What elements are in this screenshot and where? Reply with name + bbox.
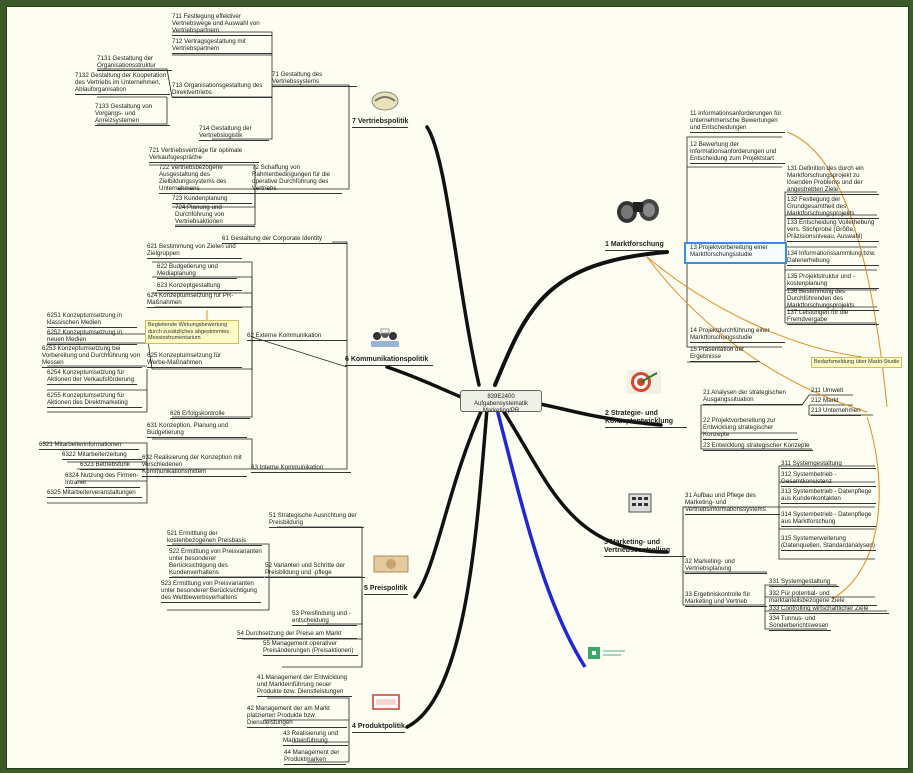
node-61[interactable]: 61 Gestaltung der Corporate Identity: [222, 235, 347, 244]
node-14[interactable]: 14 Projektdurchführung einer Marktforsch…: [690, 327, 785, 343]
note-market-study[interactable]: Bedarfsmeldung über Markt-Studie: [811, 357, 903, 368]
node-212[interactable]: 212 Markt: [811, 397, 839, 404]
node-331[interactable]: 331 Systemgestaltung: [769, 578, 839, 587]
node-133[interactable]: 133 Entscheidung Vollerhebung vers. Stic…: [787, 219, 879, 242]
node-44[interactable]: 44 Management der Produktmarken: [284, 749, 346, 765]
node-55[interactable]: 55 Management operativer Preisänderungen…: [263, 640, 358, 656]
node-13[interactable]: 13 Projektvorbereitung einer Marktforsch…: [690, 244, 768, 258]
node-7131[interactable]: 7131 Gestaltung der Organisationsstruktu…: [97, 55, 172, 71]
node-631[interactable]: 631 Konzeption, Planung und Budgetierung: [147, 422, 247, 438]
binoculars-icon: [615, 192, 663, 231]
node-32[interactable]: 32 Marketing- und Vertriebsplanung: [685, 558, 767, 574]
mindmap-canvas: 839E2400 Aufgabensystematik Marketing/PR…: [6, 6, 909, 769]
node-6254[interactable]: 6254 Konzeptumsetzung für Aktionen der V…: [47, 369, 137, 385]
node-7133[interactable]: 7133 Gestaltung von Vorgangs- und Anreiz…: [95, 103, 170, 126]
node-51[interactable]: 51 Strategische Ausrichtung der Preisbil…: [269, 512, 364, 528]
node-623[interactable]: 623 Konzeptgestaltung: [157, 282, 242, 291]
node-626[interactable]: 626 Erfolgskontrolle: [170, 410, 250, 419]
node-632[interactable]: 632 Realisierung der Konzeption mit vers…: [142, 454, 247, 477]
node-621[interactable]: 621 Bestimmung von Zielen und Zielgruppe…: [147, 243, 242, 259]
node-313[interactable]: 313 Systembetrieb - Datenpflege aus Kund…: [781, 488, 876, 504]
meeting-icon: [367, 327, 403, 358]
node-71[interactable]: 71 Gestaltung des Vertriebssystems: [272, 71, 357, 87]
node-522[interactable]: 522 Ermittlung von Preisvarianten unter …: [169, 548, 264, 578]
branch-controlling[interactable]: 3 Marketing- und Vertriebscontrolling: [604, 539, 686, 557]
node-52[interactable]: 52 Varianten und Schritte der Preisbildu…: [265, 562, 365, 578]
node-131[interactable]: 131 Definition des durch ein Marktforsch…: [787, 165, 879, 195]
node-721[interactable]: 721 Vertriebsverträge für optimale Verka…: [149, 147, 259, 163]
node-6324[interactable]: 6324 Nutzung des Firmen-Intranet: [65, 472, 140, 488]
node-213[interactable]: 213 Unternehmen: [811, 407, 861, 416]
node-134[interactable]: 134 Informationssammlung bzw. Datenerheb…: [787, 250, 879, 266]
node-625[interactable]: 625 Konzeptumsetzung für Werbe-Maßnahmen: [147, 352, 242, 368]
node-135[interactable]: 135 Projektstruktur und -kostenplanung: [787, 273, 879, 289]
node-333[interactable]: 333 Controlling wirtschaftlicher Ziele: [769, 605, 889, 614]
node-6251[interactable]: 6251 Konzeptumsetzung in klassischen Med…: [47, 312, 137, 328]
node-622[interactable]: 622 Budgetierung und Mediaplanung: [157, 263, 237, 279]
product-icon: [371, 691, 401, 718]
money-icon: [372, 553, 410, 580]
branch-marktforschung[interactable]: 1 Marktforschung: [605, 241, 664, 251]
connector-lines: [42, 31, 888, 763]
node-12[interactable]: 12 Bewertung der Informationsanforderung…: [690, 141, 785, 164]
handshake-icon: [370, 89, 400, 116]
node-54[interactable]: 54 Durchsetzung der Preise am Markt: [237, 630, 357, 639]
node-311[interactable]: 311 Systemgestaltung: [781, 460, 876, 469]
node-23[interactable]: 23 Entwicklung strategischer Konzepte: [703, 442, 813, 451]
node-53[interactable]: 53 Preisfindung und -entscheidung: [292, 610, 357, 626]
node-712[interactable]: 712 Vertragsgestaltung mit Vertriebspart…: [172, 38, 272, 54]
branch-preispolitik[interactable]: 5 Preispolitik: [364, 585, 408, 595]
node-724[interactable]: 724 Planung und Durchführung von Vertrie…: [175, 204, 255, 227]
note-wirkungsbewertung[interactable]: Begleitende Wirkungsbewertung durch zusä…: [145, 320, 239, 344]
node-41[interactable]: 41 Management der Entwicklung und Markte…: [257, 674, 352, 697]
node-714[interactable]: 714 Gestaltung der Vertriebslogistik: [199, 125, 269, 141]
branch-vertriebspolitik[interactable]: 7 Vertriebspolitik: [352, 118, 409, 128]
node-72[interactable]: 72 Schaffung von Rahmenbedingungen für d…: [252, 164, 342, 194]
node-136[interactable]: 136 Bestimmung des Durchführenden des Ma…: [787, 288, 879, 311]
branch-strategie[interactable]: 2 Strategie- und Konzeptentwicklung: [605, 410, 687, 428]
node-15[interactable]: 15 Präsentation der Ergebnisse: [690, 346, 760, 362]
node-7132[interactable]: 7132 Gestaltung der Kooperation des Vert…: [75, 72, 170, 95]
node-63[interactable]: 63 Interne Kommunikation: [251, 464, 351, 473]
node-42[interactable]: 42 Management der am Markt platzierten P…: [247, 705, 347, 728]
node-6255[interactable]: 6255 Konzeptumsetzung für Aktionen des D…: [47, 392, 142, 408]
node-33[interactable]: 33 Ergebniskontrolle für Marketing und V…: [685, 591, 767, 607]
node-211[interactable]: 211 Umwelt: [811, 387, 844, 394]
node-624[interactable]: 624 Konzeptumsetzung für PR-Maßnahmen: [147, 292, 242, 308]
node-31[interactable]: 31 Aufbau und Pflege des Marketing- und …: [685, 492, 780, 515]
node-312[interactable]: 312 Systembetrieb - Gesamtkonsistenz: [781, 471, 876, 487]
node-6325[interactable]: 6325 Mitarbeiterveranstaltungen: [47, 489, 142, 498]
node-22[interactable]: 22 Projektvorbereitung zur Entwicklung s…: [703, 417, 798, 440]
node-11[interactable]: 11 Informationsanforderungen für unterne…: [690, 110, 785, 133]
node-315[interactable]: 315 Systemerweiterung (Datenquellen, Sta…: [781, 535, 876, 551]
selected-node-box: [684, 242, 787, 264]
calculator-icon: [627, 492, 657, 521]
node-722[interactable]: 722 Vertriebsbezogene Ausgestaltung des …: [159, 164, 254, 194]
node-723[interactable]: 723 Kundenplanung: [172, 195, 252, 204]
node-521[interactable]: 521 Ermittlung der kostenbezogenen Preis…: [167, 530, 262, 546]
branch-kommunikation[interactable]: 6 Kommunikationspolitik: [345, 356, 433, 366]
node-137[interactable]: 137 Leistungen für die Fremdvergabe: [787, 309, 879, 325]
node-62[interactable]: 62 Externe Kommunikation: [247, 332, 347, 341]
node-43[interactable]: 43 Realisierung und Markteinführung: [283, 730, 348, 746]
target-icon: [627, 370, 661, 399]
node-334[interactable]: 334 Tunnus- und Sonderberichtswesen: [769, 615, 831, 631]
node-21[interactable]: 21 Analysen der strategischen Ausgangssi…: [703, 389, 803, 405]
node-6322[interactable]: 6322 Mitarbeiterzeitung: [62, 451, 142, 460]
node-6252[interactable]: 6252 Konzeptumsetzung in neuen Medien: [47, 329, 137, 345]
node-6253[interactable]: 6253 Konzeptumsetzung bei Vorbereitung u…: [42, 345, 142, 368]
node-6321[interactable]: 6321 Mitarbeiterinformationen: [39, 441, 139, 450]
branch-produktpolitik[interactable]: 4 Produktpolitik: [352, 723, 405, 733]
node-523[interactable]: 523 Ermittlung von Preisvarianten unter …: [161, 580, 261, 603]
central-topic[interactable]: 839E2400 Aufgabensystematik Marketing/PR: [460, 390, 542, 414]
node-713[interactable]: 713 Organisationsgestaltung des Direktve…: [172, 82, 272, 98]
node-314[interactable]: 314 Systembetrieb - Datenpflege aus Mark…: [781, 511, 876, 527]
node-132[interactable]: 132 Festlegung der Grundgesamtheit des M…: [787, 196, 879, 219]
logo-icon: [587, 643, 627, 670]
node-711[interactable]: 711 Festlegung effektiver Vertriebswege …: [172, 13, 272, 36]
node-332[interactable]: 332 Für potential- und marktanteilsbezog…: [769, 590, 877, 606]
node-6323[interactable]: 6323 Betriebsfunk: [80, 461, 145, 470]
